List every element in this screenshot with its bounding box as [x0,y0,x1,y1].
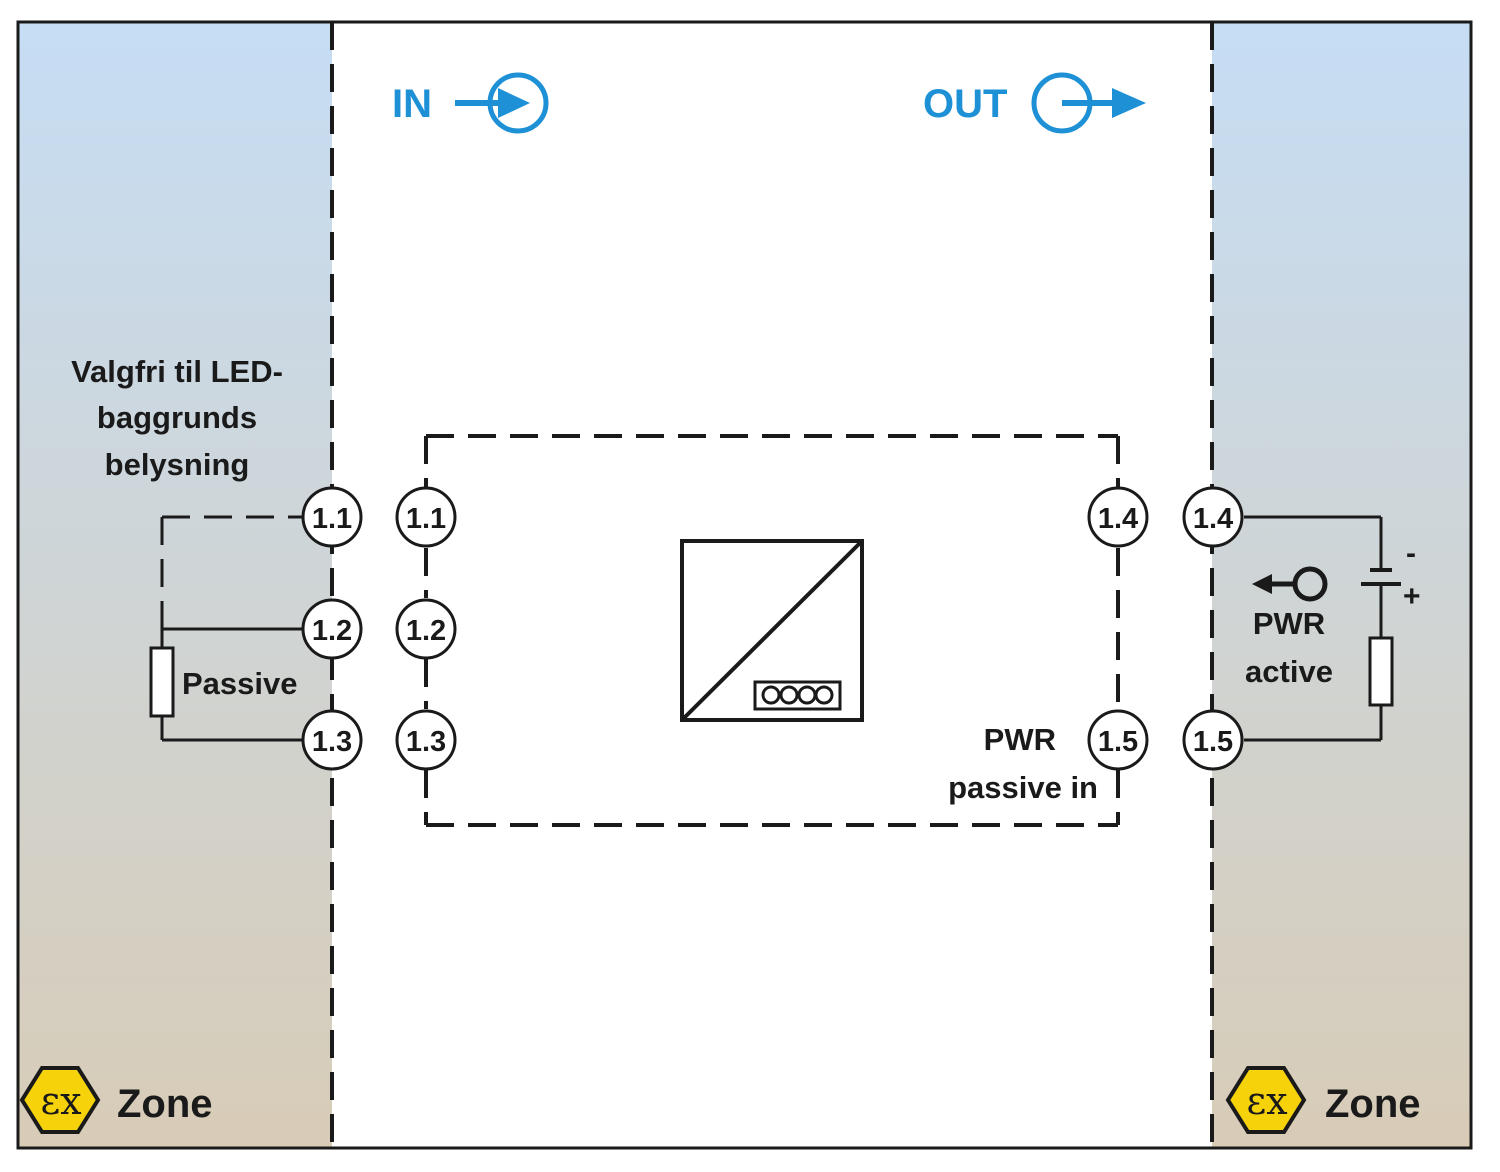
ex-symbol: εx [40,1079,81,1123]
in-label: IN [392,82,432,126]
terminal-label: 1.1 [406,503,446,535]
active-label: active [1245,654,1333,689]
module-passive-in-label: passive in [948,770,1098,805]
terminal-label: 1.2 [406,615,446,647]
terminal-label: 1.5 [1098,726,1138,758]
left-zone-label: Zone [117,1082,213,1126]
pwr-label: PWR [1253,606,1325,641]
converter-symbol [680,539,864,722]
terminal: 1.5 [1182,709,1244,771]
terminal-label: 1.5 [1193,726,1233,758]
module-enclosure [424,434,1120,827]
battery-plus-label: + [1403,580,1421,613]
left-hazard-zone [18,22,332,1148]
in-arrow-icon [455,72,549,134]
terminal: 1.1 [395,486,457,548]
battery-icon [1361,568,1401,586]
ex-hexagon-icon [19,1066,101,1134]
terminal-label: 1.4 [1193,503,1233,535]
power-source-arrow-icon [1252,566,1328,602]
optional-note-line-2: baggrunds [97,400,257,435]
terminal-label: 1.3 [312,726,352,758]
ex-hexagon-icon [1225,1066,1307,1134]
ex-symbol: εx [1246,1079,1287,1123]
passive-resistor [149,646,175,718]
terminal-label: 1.1 [312,503,352,535]
terminals-left-outer: 1.1 1.2 1.3 [301,486,363,771]
terminal-label: 1.2 [312,615,352,647]
right-wiring [1244,515,1383,742]
terminals-left-inner: 1.1 1.2 1.3 [395,486,457,771]
terminal: 1.1 [301,486,363,548]
right-zone-label: Zone [1325,1082,1421,1126]
terminal: 1.5 [1087,709,1149,771]
terminals-right-outer: 1.4 1.5 [1182,486,1244,771]
left-ex-zone-badge: εx Zone [19,1066,213,1134]
optional-note-line-3: belysning [105,447,250,482]
terminal: 1.3 [301,709,363,771]
optional-note-line-1: Valgfri til LED- [71,354,283,389]
left-wiring [160,515,302,742]
module-pwr-label: PWR [984,722,1056,757]
terminals-right-inner: 1.4 1.5 [1087,486,1149,771]
battery-minus-label: - [1406,537,1416,570]
terminal: 1.4 [1182,486,1244,548]
terminal: 1.2 [395,598,457,660]
terminal: 1.3 [395,709,457,771]
terminal: 1.4 [1087,486,1149,548]
outer-frame [16,20,1473,1150]
terminal: 1.2 [301,598,363,660]
out-arrow-icon [1031,72,1146,134]
active-resistor [1368,636,1394,707]
right-ex-zone-badge: εx Zone [1225,1066,1421,1134]
right-hazard-zone [1212,22,1471,1148]
terminal-label: 1.3 [406,726,446,758]
terminal-label: 1.4 [1098,503,1138,535]
out-label: OUT [923,82,1007,126]
passive-label: Passive [182,666,298,701]
